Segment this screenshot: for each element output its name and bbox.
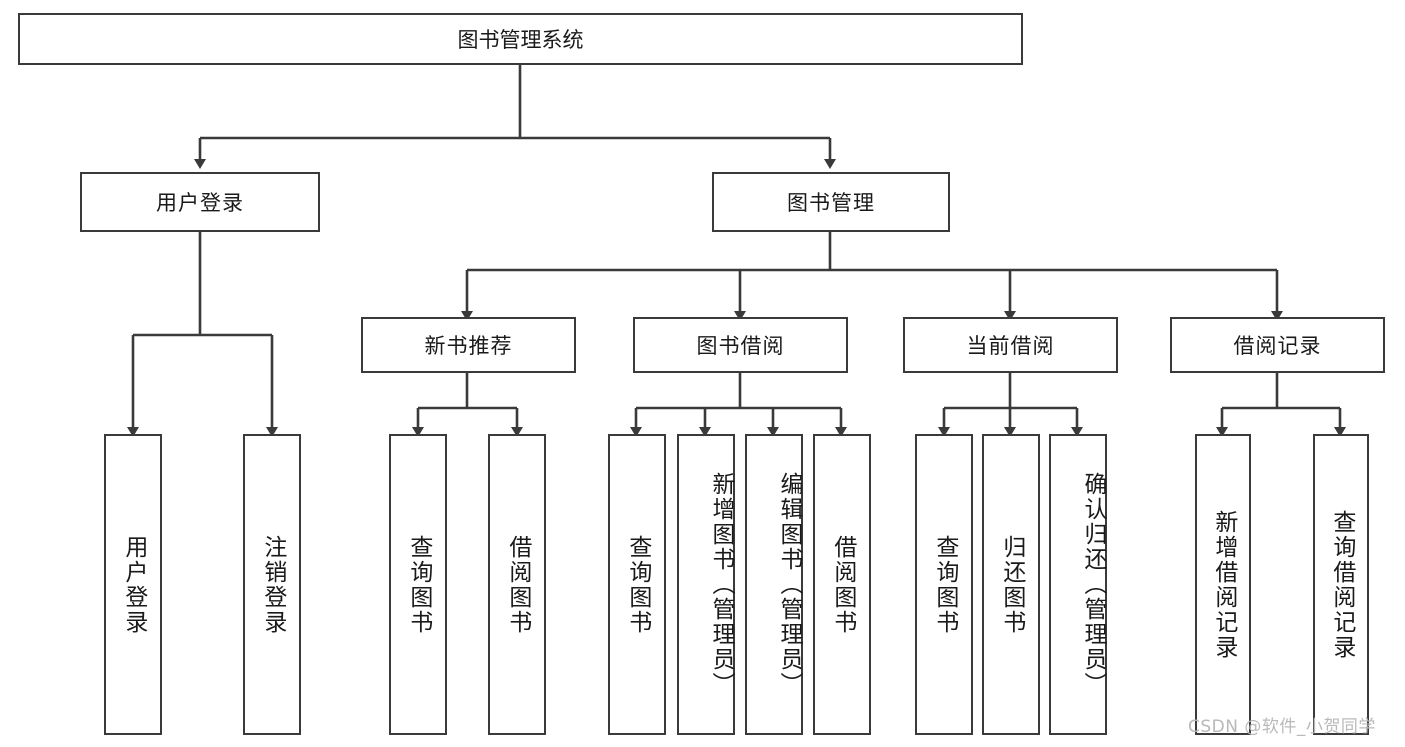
node-new-book-recommend[interactable]: 新书推荐: [361, 317, 576, 373]
leaf-borrow-query-book[interactable]: 查询图书: [608, 434, 666, 735]
leaf-current-return-book[interactable]: 归还图书: [982, 434, 1040, 735]
leaf-borrow-add-book-admin[interactable]: 新增图书（管理员）: [677, 434, 735, 735]
node-book-management[interactable]: 图书管理: [712, 172, 950, 232]
leaf-user-login-signout[interactable]: 注销登录: [243, 434, 301, 735]
leaf-current-confirm-return-admin[interactable]: 确认归还（管理员）: [1049, 434, 1107, 735]
node-current-borrow[interactable]: 当前借阅: [903, 317, 1118, 373]
leaf-current-query-book[interactable]: 查询图书: [915, 434, 973, 735]
leaf-record-query-borrow-record[interactable]: 查询借阅记录: [1313, 434, 1369, 735]
leaf-borrow-edit-book-admin[interactable]: 编辑图书（管理员）: [745, 434, 803, 735]
leaf-new-book-query[interactable]: 查询图书: [389, 434, 447, 735]
leaf-record-add-borrow-record[interactable]: 新增借阅记录: [1195, 434, 1251, 735]
node-borrow-record[interactable]: 借阅记录: [1170, 317, 1385, 373]
node-book-borrow[interactable]: 图书借阅: [633, 317, 848, 373]
leaf-borrow-borrow-book[interactable]: 借阅图书: [813, 434, 871, 735]
node-user-login[interactable]: 用户登录: [80, 172, 320, 232]
leaf-new-book-borrow[interactable]: 借阅图书: [488, 434, 546, 735]
csdn-watermark: CSDN @软件_小贺同学: [1188, 717, 1376, 737]
node-root-system[interactable]: 图书管理系统: [18, 13, 1023, 65]
leaf-user-login-signin[interactable]: 用户登录: [104, 434, 162, 735]
